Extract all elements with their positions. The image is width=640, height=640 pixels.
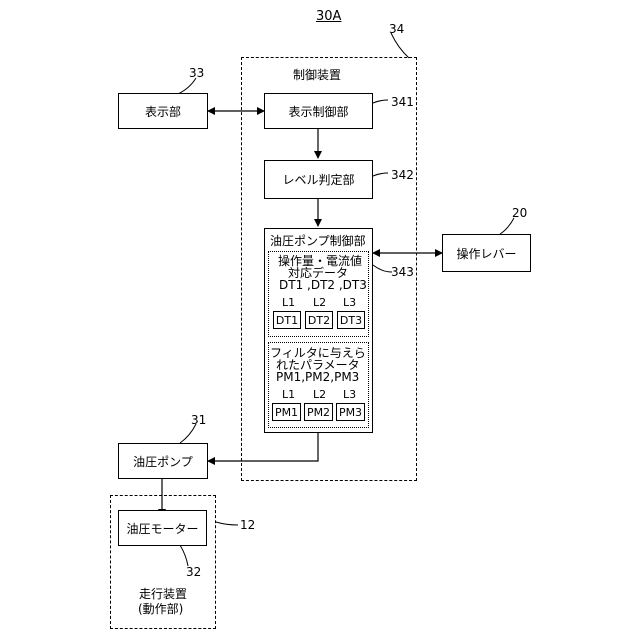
dt-item-3: DT3: [337, 311, 365, 329]
pm-item-2: PM2: [304, 403, 333, 421]
ref-12: 12: [240, 519, 255, 531]
leader-34: [391, 33, 409, 58]
display-control-box: 表示制御部: [264, 93, 373, 129]
dt-heading-3: DT1 ,DT2 ,DT3: [279, 279, 367, 291]
travel-device-label: 走行装置: [139, 588, 187, 600]
display-box: 表示部: [118, 93, 208, 129]
ref-34: 34: [389, 23, 404, 35]
ref-20: 20: [512, 207, 527, 219]
pm-item-1: PM1: [272, 403, 301, 421]
leader-20: [500, 218, 514, 234]
dt-level-2: L2: [313, 297, 326, 308]
dt-level-1: L1: [282, 297, 295, 308]
pump-control-title: 油圧ポンプ制御部: [270, 235, 366, 247]
ref-342: 342: [391, 169, 414, 181]
operation-lever-label: 操作レバー: [456, 245, 516, 262]
dt-item-1: DT1: [273, 311, 301, 329]
pm-level-1: L1: [282, 389, 295, 400]
hydraulic-motor-box: 油圧モーター: [118, 510, 207, 546]
ref-33: 33: [189, 67, 204, 79]
level-judge-box: レベル判定部: [264, 160, 373, 199]
display-control-label: 表示制御部: [288, 103, 348, 120]
pm-item-3: PM3: [336, 403, 365, 421]
ref-32: 32: [186, 566, 201, 578]
dt-level-3: L3: [343, 297, 356, 308]
control-device-title: 制御装置: [293, 69, 341, 81]
pm-item-3-label: PM3: [339, 406, 362, 419]
hydraulic-motor-label: 油圧モーター: [126, 520, 198, 537]
operation-lever-box: 操作レバー: [442, 234, 531, 272]
pm-level-2: L2: [313, 389, 326, 400]
level-judge-label: レベル判定部: [282, 171, 354, 188]
pm-heading-3: PM1,PM2,PM3: [276, 371, 359, 383]
travel-device-sublabel: (動作部): [138, 603, 183, 615]
dt-item-3-label: DT3: [340, 314, 362, 327]
display-label: 表示部: [145, 103, 181, 120]
leader-12: [216, 522, 238, 525]
hydraulic-pump-box: 油圧ポンプ: [118, 443, 208, 479]
pm-item-2-label: PM2: [307, 406, 330, 419]
leader-33: [178, 78, 196, 94]
ref-343: 343: [391, 266, 414, 278]
figure-id: 30A: [316, 10, 341, 23]
hydraulic-pump-label: 油圧ポンプ: [133, 453, 193, 470]
pm-level-3: L3: [343, 389, 356, 400]
dt-item-2-label: DT2: [308, 314, 330, 327]
ref-341: 341: [391, 96, 414, 108]
pm-item-1-label: PM1: [275, 406, 298, 419]
ref-31: 31: [191, 414, 206, 426]
dt-item-1-label: DT1: [276, 314, 298, 327]
dt-item-2: DT2: [305, 311, 333, 329]
